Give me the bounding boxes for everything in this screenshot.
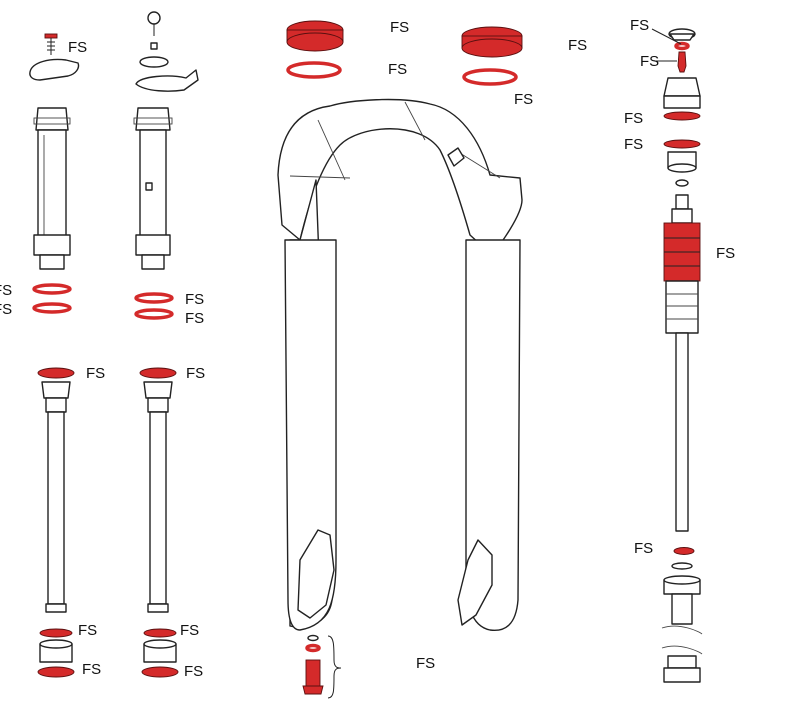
left-cartridge-2: [133, 11, 199, 320]
bracket: [327, 635, 342, 699]
fs-label: FS: [388, 61, 407, 78]
cartridge-top: [35, 107, 69, 131]
fs-label: FS: [0, 301, 12, 318]
knob: [29, 58, 80, 81]
fs-label: FS: [0, 282, 12, 299]
fs-label: FS: [568, 37, 587, 54]
fs-label: FS: [640, 53, 659, 70]
seal-ring: [134, 308, 174, 320]
lever: [135, 69, 199, 92]
damper-shaft-2: [139, 367, 179, 678]
seal-ring: [663, 139, 701, 149]
seal-ring: [37, 367, 75, 379]
bolt: [44, 33, 58, 55]
left-dropout: [297, 529, 335, 619]
seal-ring: [139, 367, 177, 379]
seal-ring: [674, 41, 690, 51]
top-seals: [286, 20, 523, 86]
left-cartridge-1: [29, 33, 80, 314]
fs-label: FS: [78, 622, 97, 639]
bottom-hardware: [302, 634, 342, 699]
callout-labels: FS FS FS FS FS FS FS FS FS FS FS FS FS F…: [0, 17, 735, 680]
fs-label: FS: [86, 365, 105, 382]
leader-lines: [651, 28, 682, 62]
seal-ring: [305, 643, 321, 653]
fs-label: FS: [716, 245, 735, 262]
seal-ring: [143, 628, 177, 638]
fs-label: FS: [186, 365, 205, 382]
cartridge-body: [37, 129, 67, 246]
damper-shaft-1: [37, 367, 75, 678]
fs-label: FS: [180, 622, 199, 639]
right-dropout: [457, 539, 493, 626]
seal-ring: [141, 666, 179, 678]
fs-label: FS: [185, 291, 204, 308]
arch: [277, 98, 523, 256]
fs-label: FS: [624, 110, 643, 127]
lower-leg-assembly: [277, 98, 523, 632]
fs-label: FS: [624, 136, 643, 153]
bolt: [305, 659, 321, 687]
fs-label: FS: [68, 39, 87, 56]
fs-label: FS: [184, 663, 203, 680]
fs-label: FS: [390, 19, 409, 36]
fs-label: FS: [634, 540, 653, 557]
seal-ring: [462, 68, 518, 86]
seal-ring: [286, 61, 342, 79]
fs-label: FS: [185, 310, 204, 327]
seal-ring: [39, 628, 73, 638]
fs-label: FS: [82, 661, 101, 678]
right-shock-assembly: [661, 28, 703, 683]
seal-ring: [663, 111, 701, 121]
seal-ring: [37, 666, 75, 678]
fs-label: FS: [630, 17, 649, 34]
seal-ring: [134, 292, 174, 304]
shaft: [675, 332, 689, 532]
fs-label: FS: [416, 655, 435, 672]
valve-pin: [677, 51, 687, 73]
seal-ring: [673, 547, 695, 555]
seal-ring: [32, 302, 72, 314]
seal-ring: [32, 283, 72, 295]
fs-label: FS: [514, 91, 533, 108]
